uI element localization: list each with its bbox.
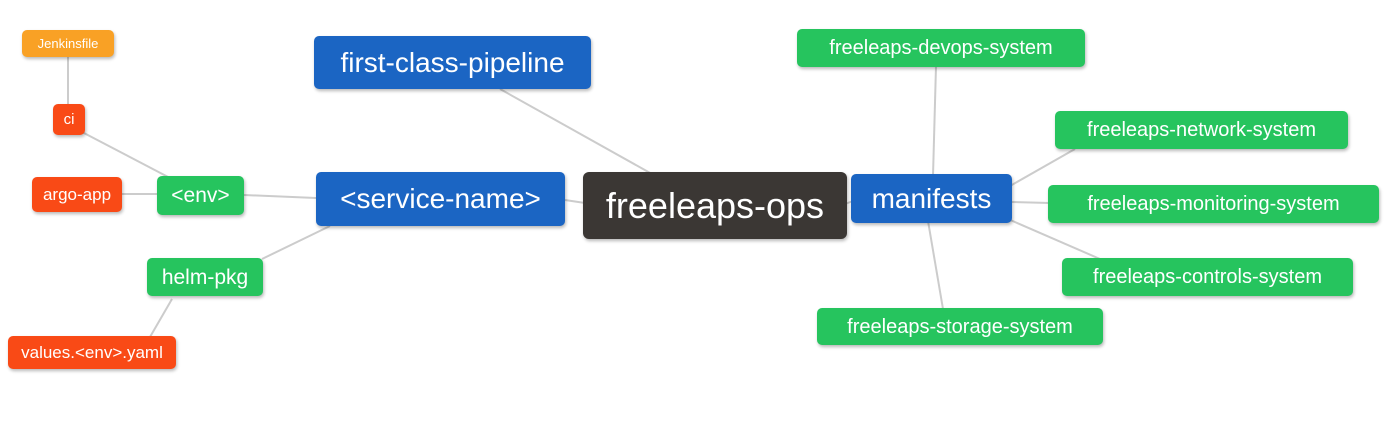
node-manifests[interactable]: manifests [851,174,1012,223]
node-freeleaps-ops-root[interactable]: freeleaps-ops [583,172,847,239]
edge-service-name-root [564,199,586,204]
edge-env-service-name [243,194,317,199]
edge-manifests-storage [927,220,944,310]
node-helm-pkg[interactable]: helm-pkg [147,258,263,296]
edge-manifests-network [1009,148,1076,187]
node-service-name[interactable]: <service-name> [316,172,565,226]
node-first-class-pipeline[interactable]: first-class-pipeline [314,36,591,89]
node-freeleaps-controls-system[interactable]: freeleaps-controls-system [1062,258,1353,296]
edge-values-yaml-helm-pkg [149,298,173,338]
edge-pipeline-root [499,88,653,175]
node-env[interactable]: <env> [157,176,244,215]
edge-helm-pkg-service-name [261,225,331,260]
node-values-env-yaml[interactable]: values.<env>.yaml [8,336,176,369]
edge-manifests-monitoring [1009,201,1051,204]
edge-ci-env [81,131,171,179]
node-freeleaps-storage-system[interactable]: freeleaps-storage-system [817,308,1103,345]
edge-manifests-controls [1007,218,1101,260]
edge-devops-manifests [932,65,937,177]
node-jenkinsfile[interactable]: Jenkinsfile [22,30,114,57]
node-ci[interactable]: ci [53,104,85,135]
node-freeleaps-network-system[interactable]: freeleaps-network-system [1055,111,1348,149]
node-freeleaps-devops-system[interactable]: freeleaps-devops-system [797,29,1085,67]
node-argo-app[interactable]: argo-app [32,177,122,212]
node-freeleaps-monitoring-system[interactable]: freeleaps-monitoring-system [1048,185,1379,223]
